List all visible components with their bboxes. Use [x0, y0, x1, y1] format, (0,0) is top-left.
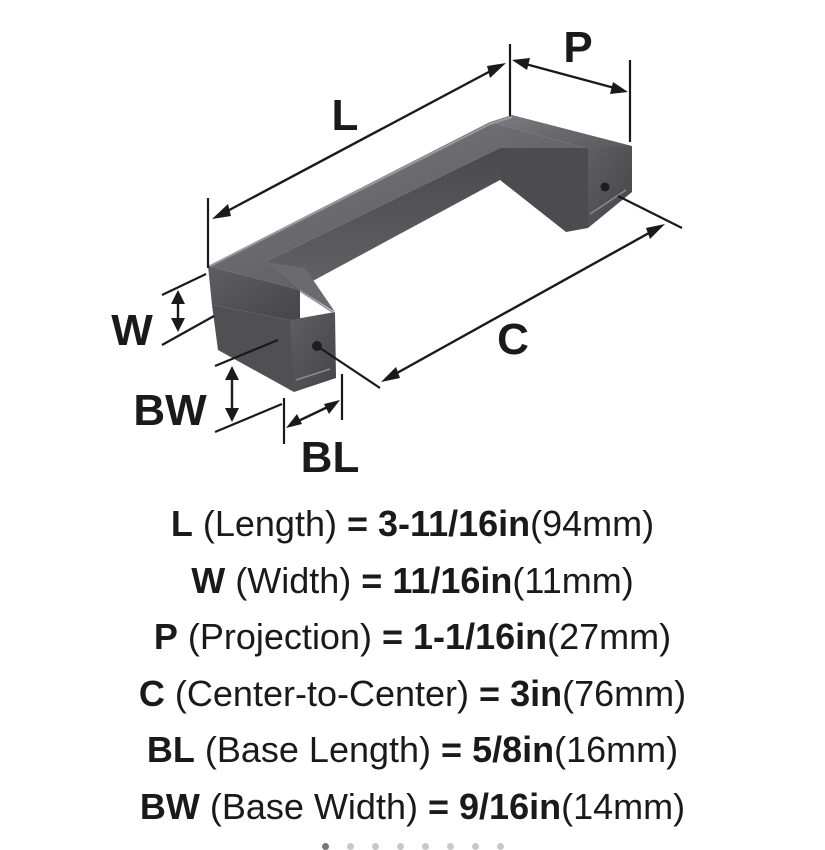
- spec-metric-value: (27mm): [547, 616, 672, 657]
- projection-label: P: [563, 23, 592, 72]
- projection-arrow-right: [610, 82, 628, 94]
- handle-front-leg-top: [265, 262, 335, 312]
- spec-code: L: [170, 503, 193, 544]
- handle-highlight-edge: [299, 290, 335, 314]
- cabinet-pull-handle: [208, 115, 632, 392]
- spec-metric-value: (16mm): [554, 729, 679, 770]
- carousel-dot[interactable]: [496, 843, 504, 850]
- handle-back-leg-top: [490, 115, 632, 156]
- spec-metric-value: (76mm): [562, 672, 687, 714]
- spec-row: C (Center-to-Center) = 3in(76mm): [0, 666, 825, 723]
- spec-imperial-value: 5/8in: [472, 729, 555, 770]
- dimension-center-to-center: C: [319, 195, 683, 389]
- spec-row: W (Width) = 11/16in(11mm): [0, 553, 825, 610]
- carousel-dot[interactable]: [421, 843, 429, 850]
- length-label: L: [332, 91, 359, 140]
- spec-name: (Length): [202, 503, 337, 544]
- engraving-mark: [295, 368, 331, 381]
- bl-arrow-right: [324, 400, 340, 414]
- carousel-dot[interactable]: [371, 843, 379, 850]
- spec-equals: =: [346, 503, 369, 544]
- spec-name: (Center-to-Center): [174, 672, 470, 714]
- width-arrow-top: [171, 290, 185, 304]
- handle-bar-front: [208, 266, 300, 322]
- spec-imperial-value: 3-11/16in: [378, 503, 531, 544]
- width-label: W: [111, 306, 153, 355]
- dimension-base-width: BW: [133, 338, 283, 435]
- screw-hole-back: [600, 182, 610, 192]
- carousel-dot[interactable]: [321, 843, 329, 850]
- width-extension-bottom: [161, 315, 215, 346]
- spec-metric-value: (94mm): [530, 503, 655, 544]
- width-extension-top: [161, 273, 207, 296]
- carousel-dot[interactable]: [346, 843, 354, 850]
- handle-bar-inner: [265, 148, 500, 290]
- length-arrow-right: [487, 63, 506, 78]
- spec-row: P (Projection) = 1-1/16in(27mm): [0, 609, 825, 666]
- handle-front-leg-end: [290, 312, 336, 392]
- bw-extension-bottom: [214, 402, 283, 434]
- spec-equals: =: [427, 785, 450, 827]
- c-arrow-right: [646, 224, 665, 239]
- projection-arrow-left: [512, 58, 530, 70]
- screw-hole-front: [312, 341, 322, 351]
- spec-name: (Projection): [187, 616, 372, 657]
- spec-equals: =: [381, 616, 404, 657]
- spec-imperial-value: 9/16in: [459, 785, 562, 827]
- spec-code: C: [138, 672, 165, 714]
- spec-row: BW (Base Width) = 9/16in(14mm): [0, 779, 825, 836]
- spec-equals: =: [441, 729, 463, 770]
- dimension-length: L: [206, 44, 512, 268]
- spec-row: L (Length) = 3-11/16in(94mm): [0, 496, 825, 553]
- bw-arrow-top: [225, 366, 239, 380]
- carousel-dot[interactable]: [446, 843, 454, 850]
- handle-back-leg-end: [588, 146, 632, 228]
- c-arrow-left: [381, 367, 400, 382]
- spec-equals: =: [479, 672, 501, 714]
- c-extension-left: [319, 347, 381, 389]
- spec-imperial-value: 1-1/16in: [413, 616, 548, 657]
- spec-imperial-value: 3in: [510, 672, 563, 714]
- spec-code: P: [153, 616, 178, 657]
- handle-highlight-edge: [209, 116, 513, 267]
- bl-arrow-left: [286, 414, 302, 428]
- spec-code: BW: [139, 785, 200, 827]
- spec-equals: =: [361, 559, 383, 601]
- dimension-projection: P: [512, 23, 632, 142]
- projection-dimension-line: [517, 60, 623, 92]
- length-arrow-left: [212, 204, 231, 219]
- spec-imperial-value: 11/16in: [392, 559, 513, 601]
- width-arrow-bottom: [171, 318, 185, 332]
- dimension-base-length: BL: [282, 374, 360, 482]
- spec-metric-value: (11mm): [512, 559, 634, 601]
- center-to-center-label: C: [497, 315, 529, 364]
- dimension-spec-list: L (Length) = 3-11/16in(94mm)W (Width) = …: [0, 496, 825, 835]
- spec-row: BL (Base Length) = 5/8in(16mm): [0, 722, 825, 779]
- base-width-label: BW: [133, 386, 207, 435]
- engraving-mark: [589, 189, 627, 215]
- c-dimension-line: [387, 226, 659, 380]
- image-carousel-pagination: [0, 843, 825, 850]
- dimension-width: W: [111, 273, 215, 355]
- handle-bar-top: [208, 122, 615, 290]
- spec-metric-value: (14mm): [561, 785, 686, 827]
- spec-name: (Width): [235, 559, 352, 601]
- bw-extension-top: [214, 338, 279, 368]
- carousel-dot[interactable]: [471, 843, 479, 850]
- bw-arrow-bottom: [225, 408, 239, 422]
- handle-dimension-diagram: L P W C BW: [111, 23, 683, 482]
- handle-back-leg-side: [500, 148, 588, 232]
- length-dimension-line: [217, 64, 501, 218]
- spec-code: BL: [146, 729, 195, 770]
- spec-name: (Base Width): [209, 785, 418, 827]
- carousel-dot[interactable]: [396, 843, 404, 850]
- spec-code: W: [191, 559, 226, 601]
- base-length-label: BL: [301, 433, 360, 482]
- spec-name: (Base Length): [204, 729, 432, 770]
- c-extension-right: [617, 195, 683, 229]
